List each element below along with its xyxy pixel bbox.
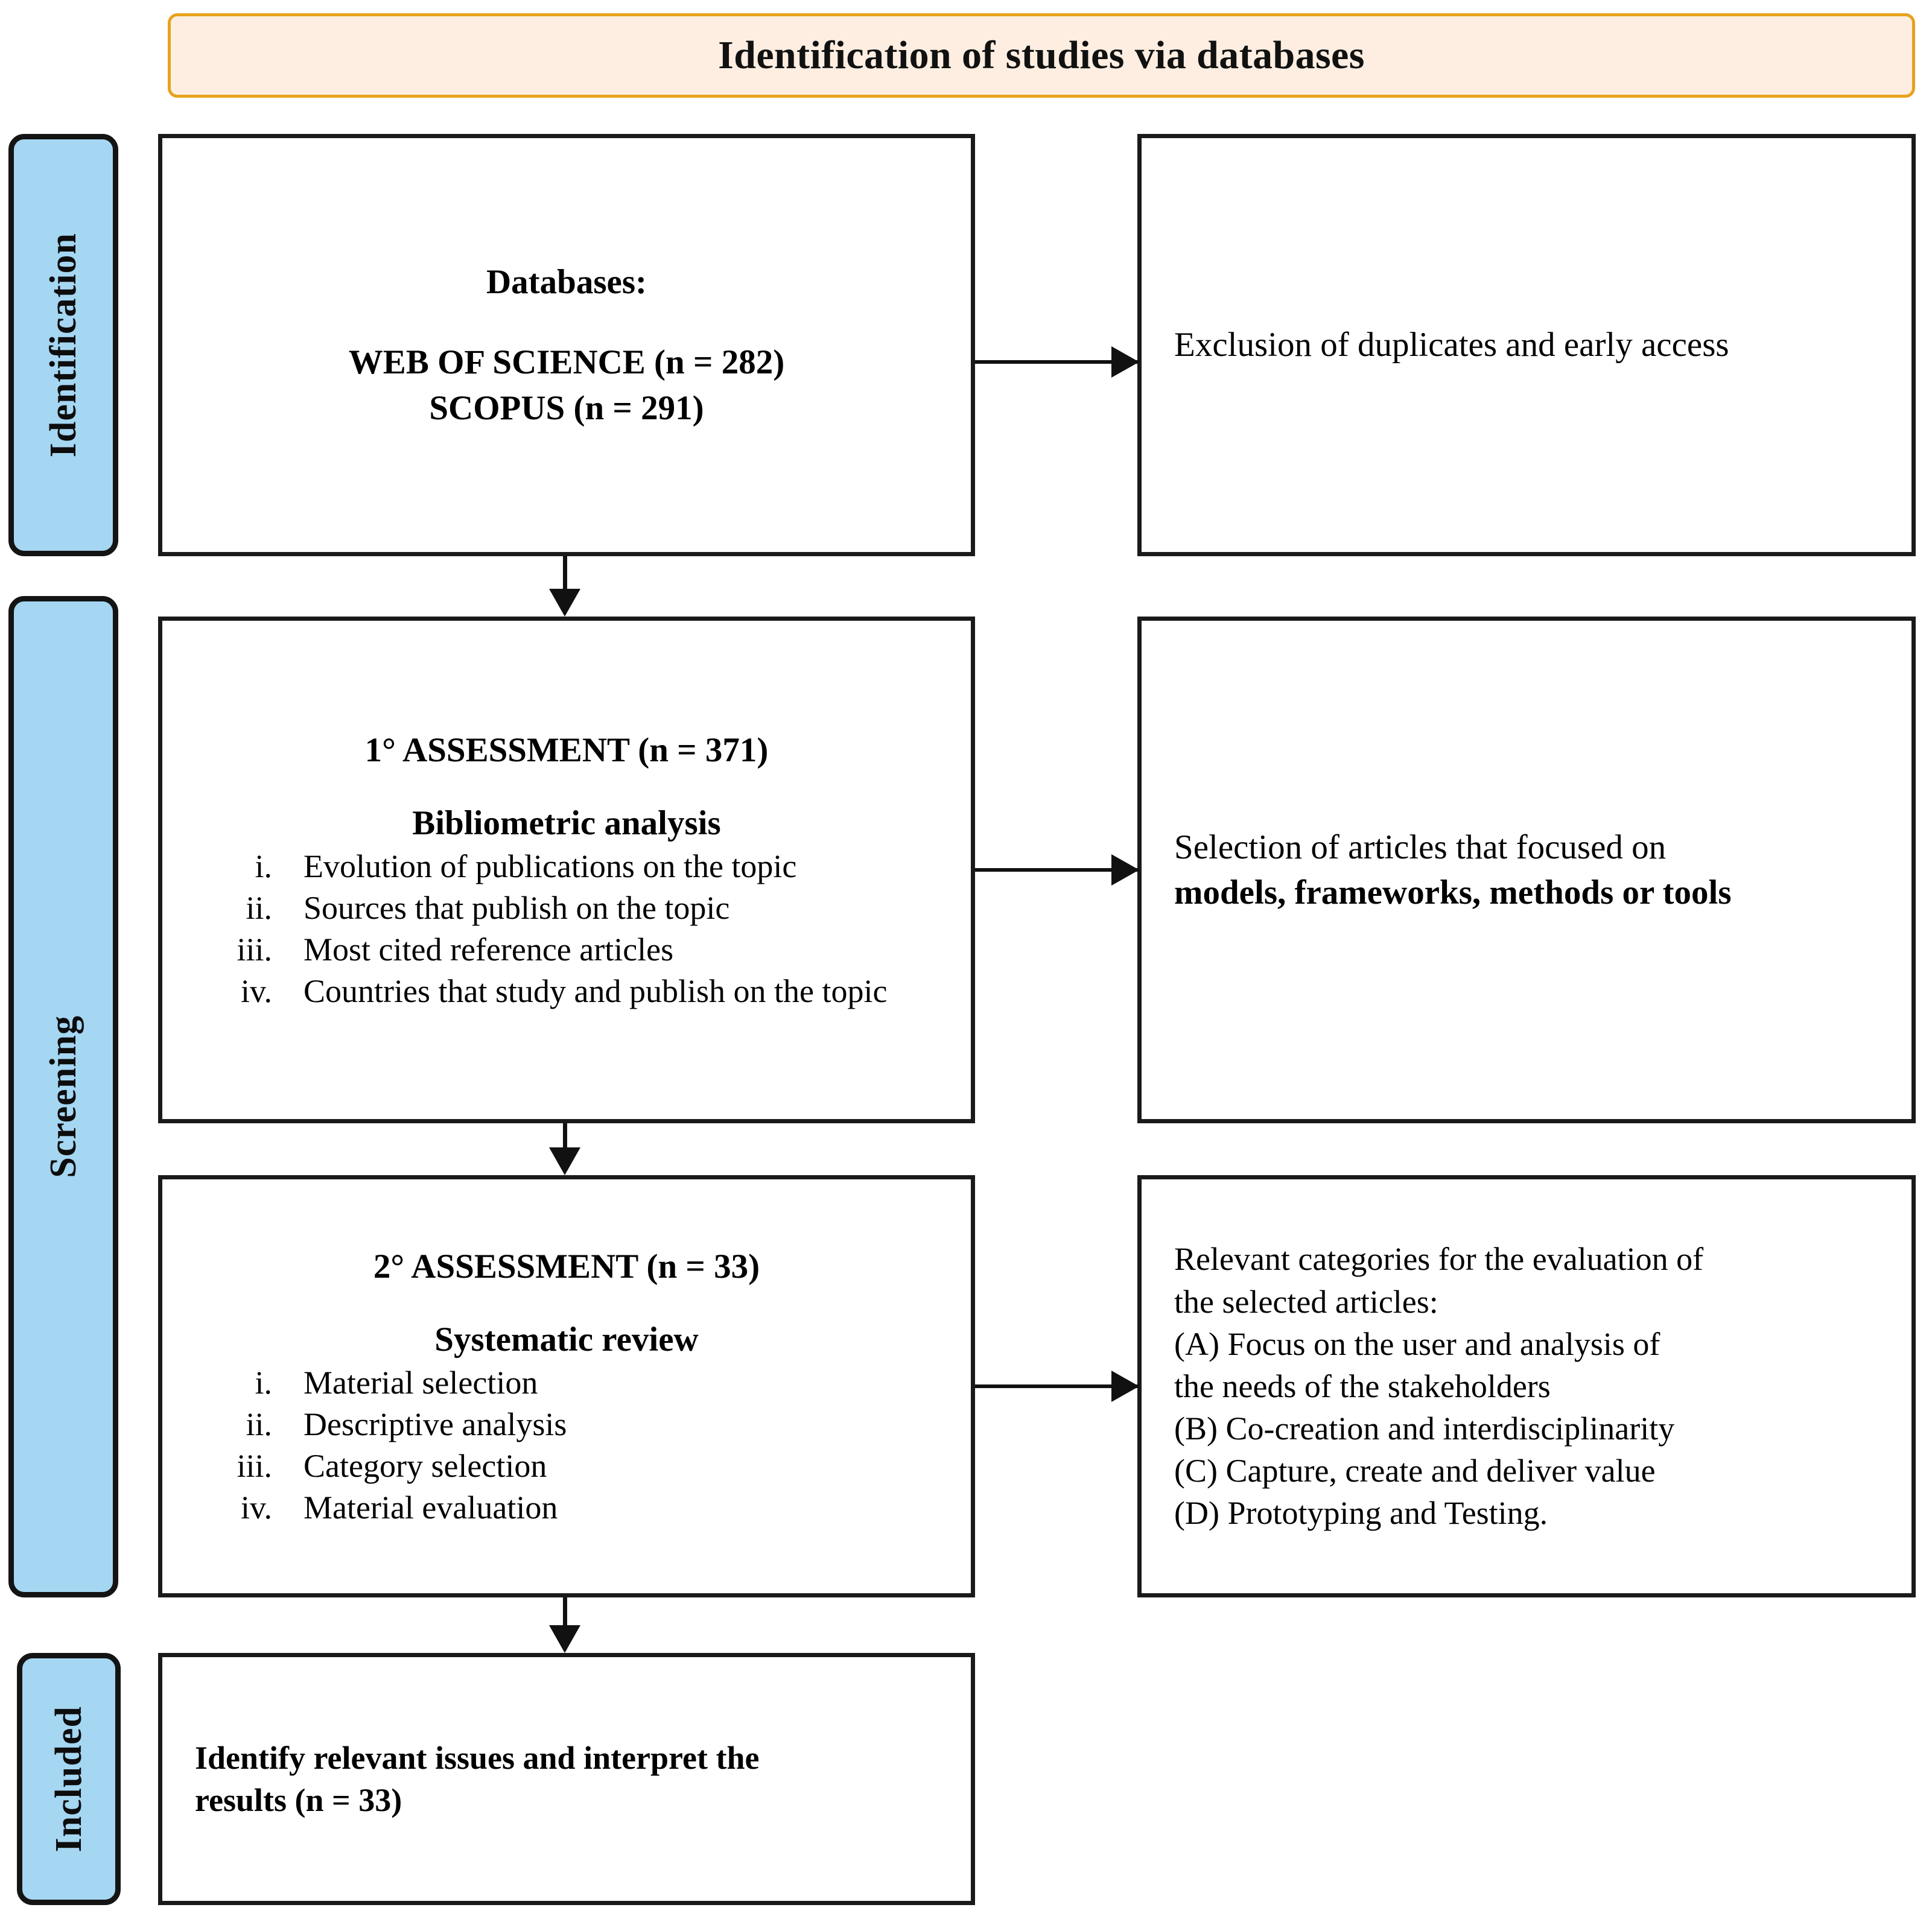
databases-source-web-of-science: WEB OF SCIENCE (n = 282)	[348, 343, 785, 382]
list-item-numeral: iv.	[241, 1489, 272, 1526]
arrow-head-icon	[1111, 854, 1139, 886]
arrow-shaft	[563, 1123, 567, 1147]
databases-heading: Databases:	[486, 263, 647, 302]
stage-chip-identification: Identification	[8, 134, 118, 556]
assessment1-title: 1° ASSESSMENT (n = 371)	[364, 731, 769, 769]
arrow-shaft	[975, 1384, 1139, 1388]
box-selection-criteria: Selection of articles that focused on mo…	[1137, 617, 1916, 1123]
box-included-results: Identify relevant issues and interpret t…	[158, 1653, 975, 1905]
list-item: iii. Most cited reference articles	[202, 929, 938, 971]
selection-text-regular: Selection of articles that focused on	[1174, 828, 1667, 866]
included-text-line-2: results (n = 33)	[195, 1782, 402, 1818]
list-item: iv. Material evaluation	[202, 1487, 938, 1529]
list-item-numeral: iii.	[237, 1448, 272, 1485]
diagram-title: Identification of studies via databases	[718, 33, 1365, 77]
included-text-line-1: Identify relevant issues and interpret t…	[195, 1739, 760, 1776]
list-item: iv. Countries that study and publish on …	[202, 971, 938, 1012]
arrow-head-icon	[1111, 1371, 1139, 1402]
list-item-label: Sources that publish on the topic	[303, 890, 730, 927]
list-item-numeral: ii.	[246, 1406, 272, 1443]
category-item-b: (B) Co-creation and interdisciplinarity	[1174, 1410, 1675, 1447]
exclusion-text: Exclusion of duplicates and early access	[1174, 326, 1729, 364]
box-relevant-categories: Relevant categories for the evaluation o…	[1137, 1175, 1916, 1597]
stage-label-included: Included	[48, 1705, 89, 1853]
box-assessment-1: 1° ASSESSMENT (n = 371) Bibliometric ana…	[158, 617, 975, 1123]
arrow-head-icon	[549, 589, 580, 617]
assessment2-list: i. Material selection ii. Descriptive an…	[162, 1362, 971, 1529]
stage-chip-included: Included	[17, 1653, 121, 1905]
list-item: i. Evolution of publications on the topi…	[202, 846, 938, 887]
arrow-assessment2-to-included	[547, 1597, 583, 1653]
databases-source-scopus: SCOPUS (n = 291)	[429, 388, 704, 427]
list-item-numeral: iii.	[237, 931, 272, 968]
box-assessment-2: 2° ASSESSMENT (n = 33) Systematic review…	[158, 1175, 975, 1597]
arrow-shaft	[975, 868, 1139, 872]
category-item-a-line-1: (A) Focus on the user and analysis of	[1174, 1325, 1660, 1362]
stage-label-screening: Screening	[42, 1015, 84, 1178]
list-item: iii. Category selection	[202, 1445, 938, 1487]
arrow-shaft	[975, 360, 1139, 364]
arrow-databases-to-assessment1	[547, 556, 583, 617]
list-item-label: Countries that study and publish on the …	[303, 973, 888, 1010]
stage-label-identification: Identification	[42, 232, 84, 458]
assessment2-title: 2° ASSESSMENT (n = 33)	[373, 1247, 760, 1286]
list-item-numeral: i.	[255, 1365, 272, 1401]
arrow-head-icon	[549, 1147, 580, 1175]
list-item-numeral: i.	[255, 848, 272, 885]
list-item-label: Descriptive analysis	[303, 1406, 567, 1443]
arrow-assessment1-to-assessment2	[547, 1123, 583, 1175]
assessment1-subtitle: Bibliometric analysis	[412, 804, 721, 842]
list-item-numeral: ii.	[246, 890, 272, 927]
box-exclusion: Exclusion of duplicates and early access	[1137, 134, 1916, 556]
arrow-head-icon	[549, 1625, 580, 1653]
arrow-shaft	[563, 556, 567, 589]
list-item-label: Material selection	[303, 1365, 538, 1401]
arrow-assessment1-to-selection	[975, 852, 1139, 888]
list-item-label: Category selection	[303, 1448, 547, 1485]
box-databases: Databases: WEB OF SCIENCE (n = 282) SCOP…	[158, 134, 975, 556]
list-item-label: Most cited reference articles	[303, 931, 674, 968]
arrow-shaft	[563, 1597, 567, 1625]
assessment2-subtitle: Systematic review	[434, 1320, 699, 1359]
categories-intro-line-2: the selected articles:	[1174, 1283, 1438, 1320]
list-item-label: Evolution of publications on the topic	[303, 848, 797, 885]
category-item-c: (C) Capture, create and deliver value	[1174, 1453, 1656, 1489]
diagram-header-banner: Identification of studies via databases	[168, 13, 1915, 98]
list-item-numeral: iv.	[241, 973, 272, 1010]
category-item-a-line-2: the needs of the stakeholders	[1174, 1368, 1551, 1404]
list-item: i. Material selection	[202, 1362, 938, 1404]
selection-text-emphasis: models, frameworks, methods or tools	[1174, 874, 1732, 912]
stage-chip-screening: Screening	[8, 596, 118, 1597]
category-item-d: (D) Prototyping and Testing.	[1174, 1495, 1548, 1532]
list-item: ii. Sources that publish on the topic	[202, 887, 938, 929]
arrow-head-icon	[1111, 346, 1139, 378]
arrow-databases-to-exclusion	[975, 344, 1139, 380]
list-item: ii. Descriptive analysis	[202, 1404, 938, 1445]
arrow-assessment2-to-categories	[975, 1368, 1139, 1404]
assessment1-list: i. Evolution of publications on the topi…	[162, 846, 971, 1012]
categories-intro-line-1: Relevant categories for the evaluation o…	[1174, 1241, 1704, 1278]
list-item-label: Material evaluation	[303, 1489, 558, 1526]
